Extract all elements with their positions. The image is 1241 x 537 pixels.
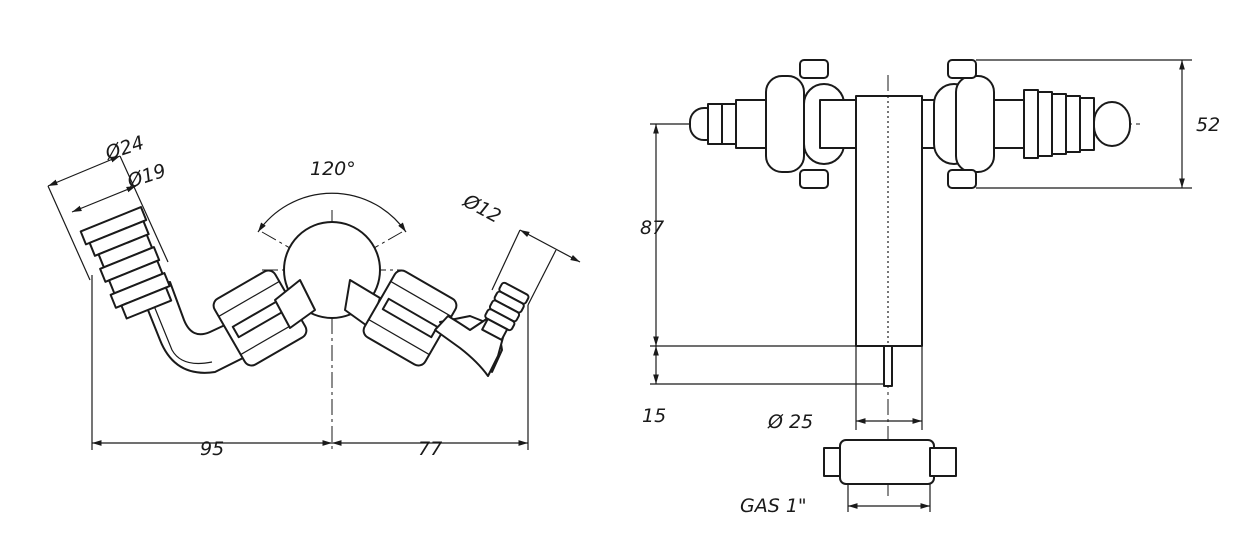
right-view: 52 87 15 Ø 25 GAS 1" — [640, 59, 1220, 517]
right-view-left-hose-barb — [689, 99, 767, 149]
dim-line-19 — [71, 185, 137, 213]
label-95: 95 — [200, 438, 224, 460]
right-view-stem-tip — [883, 345, 893, 387]
label-15: 15 — [642, 405, 666, 427]
ext-24-a — [47, 185, 91, 281]
left-hose-barb — [79, 206, 173, 320]
label-gas-thread: GAS 1" — [740, 495, 807, 517]
dim-line-12 — [519, 229, 581, 263]
ext-24-b — [119, 155, 169, 263]
label-87: 87 — [640, 217, 664, 239]
angle-arc — [257, 192, 407, 233]
label-dia-12: Ø12 — [459, 190, 505, 228]
label-120-deg: 120° — [310, 158, 356, 180]
right-view-vertical-stem — [855, 95, 923, 347]
left-view: 95 77 120° Ø24 Ø19 Ø12 — [47, 132, 581, 460]
label-dia-19: Ø19 — [124, 160, 169, 193]
right-view-right-hose-barb — [993, 89, 1131, 159]
label-77: 77 — [418, 438, 442, 460]
label-52: 52 — [1196, 114, 1220, 136]
gas-thread-connector — [823, 439, 957, 485]
ext-12-a — [491, 229, 521, 291]
ext-12-b — [527, 249, 557, 306]
label-dia-24: Ø24 — [102, 132, 147, 165]
left-elbow-tube-inner — [149, 295, 213, 365]
right-small-hose-barb — [481, 281, 530, 341]
dim-line-24 — [47, 155, 121, 187]
right-view-right-union-nut — [933, 59, 995, 189]
label-dia-25: Ø 25 — [767, 411, 813, 433]
left-connector-arm — [274, 279, 316, 329]
right-union-nut — [362, 269, 458, 367]
